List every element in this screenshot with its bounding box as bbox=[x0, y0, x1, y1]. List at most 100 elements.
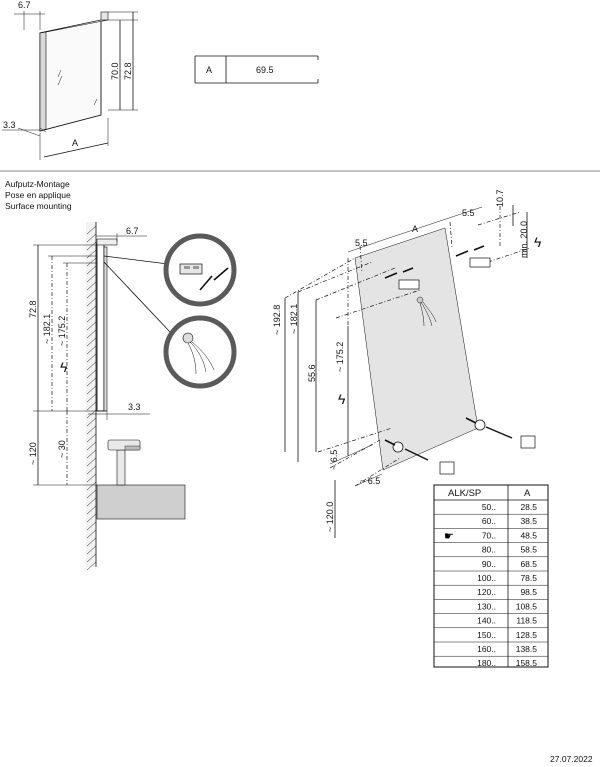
table-cell-a: 48.5 bbox=[520, 530, 537, 540]
wall-hatch-line bbox=[86, 417, 97, 427]
iso-power-icon: ϟ bbox=[534, 234, 542, 250]
wall-hatch-line bbox=[86, 425, 97, 435]
top-side-label: 3.3 bbox=[3, 120, 16, 130]
side-depth-label: 6.7 bbox=[126, 226, 139, 236]
table-cell-alk: 130.. bbox=[477, 601, 496, 611]
wall-hatch-line bbox=[86, 281, 97, 291]
wall-hatch-line bbox=[86, 233, 97, 243]
iso-gap-left-label: 5.5 bbox=[355, 238, 368, 248]
wall-hatch-line bbox=[86, 297, 97, 307]
iso-width-label: A bbox=[412, 224, 418, 234]
wall-hatch-line bbox=[86, 265, 97, 275]
title-en: Surface mounting bbox=[5, 201, 72, 211]
iso-install-view: 5.5 A 5.5 10.7 min. 20.0 ϟ ~ 192.8 ~ 182… bbox=[272, 189, 542, 538]
side-led-label: ~ 182.1 bbox=[42, 314, 52, 344]
top-height-inner-label: 70.0 bbox=[110, 62, 120, 80]
side-basin-label: ~ 120 bbox=[28, 442, 38, 465]
wall-hatch-line bbox=[86, 305, 97, 315]
table-cell-alk: 80.. bbox=[482, 545, 496, 555]
wall-hatch-line bbox=[86, 273, 97, 283]
table-cell-a: 108.5 bbox=[516, 601, 538, 611]
top-depth-label: 6.7 bbox=[18, 0, 31, 10]
wall-hatch-line bbox=[86, 465, 97, 475]
wall-hatch-line bbox=[86, 257, 97, 267]
table-cell-alk: 70.. bbox=[482, 530, 496, 540]
table-cell-a: 38.5 bbox=[520, 516, 537, 526]
wall-hatch-line bbox=[86, 393, 97, 403]
side-section-view: 6.7 72.8 ~ 182.1 ~ 175.2 ϟ 3.3 ~ 120 ~ 3… bbox=[28, 222, 237, 571]
wall-hatch-line bbox=[86, 337, 97, 347]
a-value-box: A 69.5 bbox=[194, 55, 319, 84]
table-cell-alk: 150.. bbox=[477, 630, 496, 640]
side-power-icon: ϟ bbox=[60, 359, 68, 375]
wall-hatch-line bbox=[86, 345, 97, 355]
table-header-alk: ALK/SP bbox=[448, 488, 481, 499]
table-cell-alk: 50.. bbox=[482, 502, 496, 512]
wall-hatch-line bbox=[86, 497, 97, 507]
top-mirror-view: 6.7 70.0 72.8 3.3 A bbox=[2, 0, 138, 160]
table-cell-alk: 140.. bbox=[477, 616, 496, 626]
wall-hatch-line bbox=[86, 321, 97, 331]
iso-b2-label: ~ 6.5 bbox=[360, 476, 380, 486]
wall-hatch-line bbox=[86, 457, 97, 467]
wall-hatch-line bbox=[86, 249, 97, 259]
table-cell-alk: 90.. bbox=[482, 559, 496, 569]
wall-hatch-line bbox=[86, 289, 97, 299]
wall-hatch-line bbox=[86, 225, 97, 235]
iso-h1-label: ~ 192.8 bbox=[272, 305, 282, 335]
table-cell-a: 128.5 bbox=[516, 630, 538, 640]
side-outlet-label: ~ 175.2 bbox=[57, 316, 67, 346]
table-header-a: A bbox=[524, 488, 531, 499]
wall-hatch-line bbox=[86, 481, 97, 491]
table-cell-alk: 160.. bbox=[477, 644, 496, 654]
wall-hatch-line bbox=[86, 401, 97, 411]
wall-hatch-line bbox=[86, 561, 97, 571]
document-date: 27.07.2022 bbox=[550, 754, 593, 764]
wall-hatch-line bbox=[86, 449, 97, 459]
iso-min-label: min. 20.0 bbox=[519, 221, 529, 258]
iso-h4-label: 55.6 bbox=[307, 364, 317, 382]
wall-hatch-line bbox=[86, 537, 97, 547]
pointing-hand-icon: ☛ bbox=[444, 530, 454, 542]
iso-h2-label: ~ 182.1 bbox=[289, 304, 299, 334]
iso-top-label: 10.7 bbox=[495, 189, 505, 207]
iso-power-icon-2: ϟ bbox=[338, 391, 346, 407]
wall-hatch-line bbox=[86, 529, 97, 539]
iso-h3-label: ~ 175.2 bbox=[335, 342, 345, 372]
table-cell-alk: 180.. bbox=[477, 658, 496, 668]
table-cell-a: 78.5 bbox=[520, 573, 537, 583]
a-box-value: 69.5 bbox=[256, 65, 274, 75]
title-de: Aufputz-Montage bbox=[5, 179, 70, 189]
wall-hatch-line bbox=[86, 473, 97, 483]
top-width-label: A bbox=[72, 138, 78, 148]
wall-hatch-line bbox=[86, 553, 97, 563]
wall-hatch-line bbox=[86, 505, 97, 515]
side-height-label: 72.8 bbox=[28, 300, 38, 318]
wall-hatch-line bbox=[86, 441, 97, 451]
table-cell-a: 138.5 bbox=[516, 644, 538, 654]
iso-b1-label: ~ 6.5 bbox=[329, 450, 339, 470]
table-cell-a: 58.5 bbox=[520, 545, 537, 555]
a-box-label: A bbox=[206, 65, 212, 75]
wall-hatch-line bbox=[86, 521, 97, 531]
table-cell-alk: 60.. bbox=[482, 516, 496, 526]
wall-hatch-line bbox=[86, 353, 97, 363]
top-height-outer-label: 72.8 bbox=[123, 62, 133, 80]
size-table: ALK/SP A 50.. 28.5 60.. 38.5 70.. 48.5 ☛ 80.. 58… bbox=[433, 484, 549, 668]
wall-hatch-line bbox=[86, 377, 97, 387]
wall-hatch-line bbox=[86, 385, 97, 395]
wall-hatch-line bbox=[86, 433, 97, 443]
table-cell-alk: 100.. bbox=[477, 573, 496, 583]
wall-hatch-line bbox=[86, 369, 97, 379]
table-cell-a: 28.5 bbox=[520, 502, 537, 512]
wall-hatch-line bbox=[86, 329, 97, 339]
title-fr: Pose en applique bbox=[5, 190, 71, 200]
table-cell-alk: 120.. bbox=[477, 587, 496, 597]
table-cell-a: 118.5 bbox=[516, 616, 537, 626]
table-cell-a: 98.5 bbox=[520, 587, 537, 597]
table-cell-a: 158.5 bbox=[516, 658, 538, 668]
side-wall-label: 3.3 bbox=[128, 402, 141, 412]
wall-hatch-line bbox=[86, 361, 97, 371]
wall-hatch-line bbox=[86, 313, 97, 323]
